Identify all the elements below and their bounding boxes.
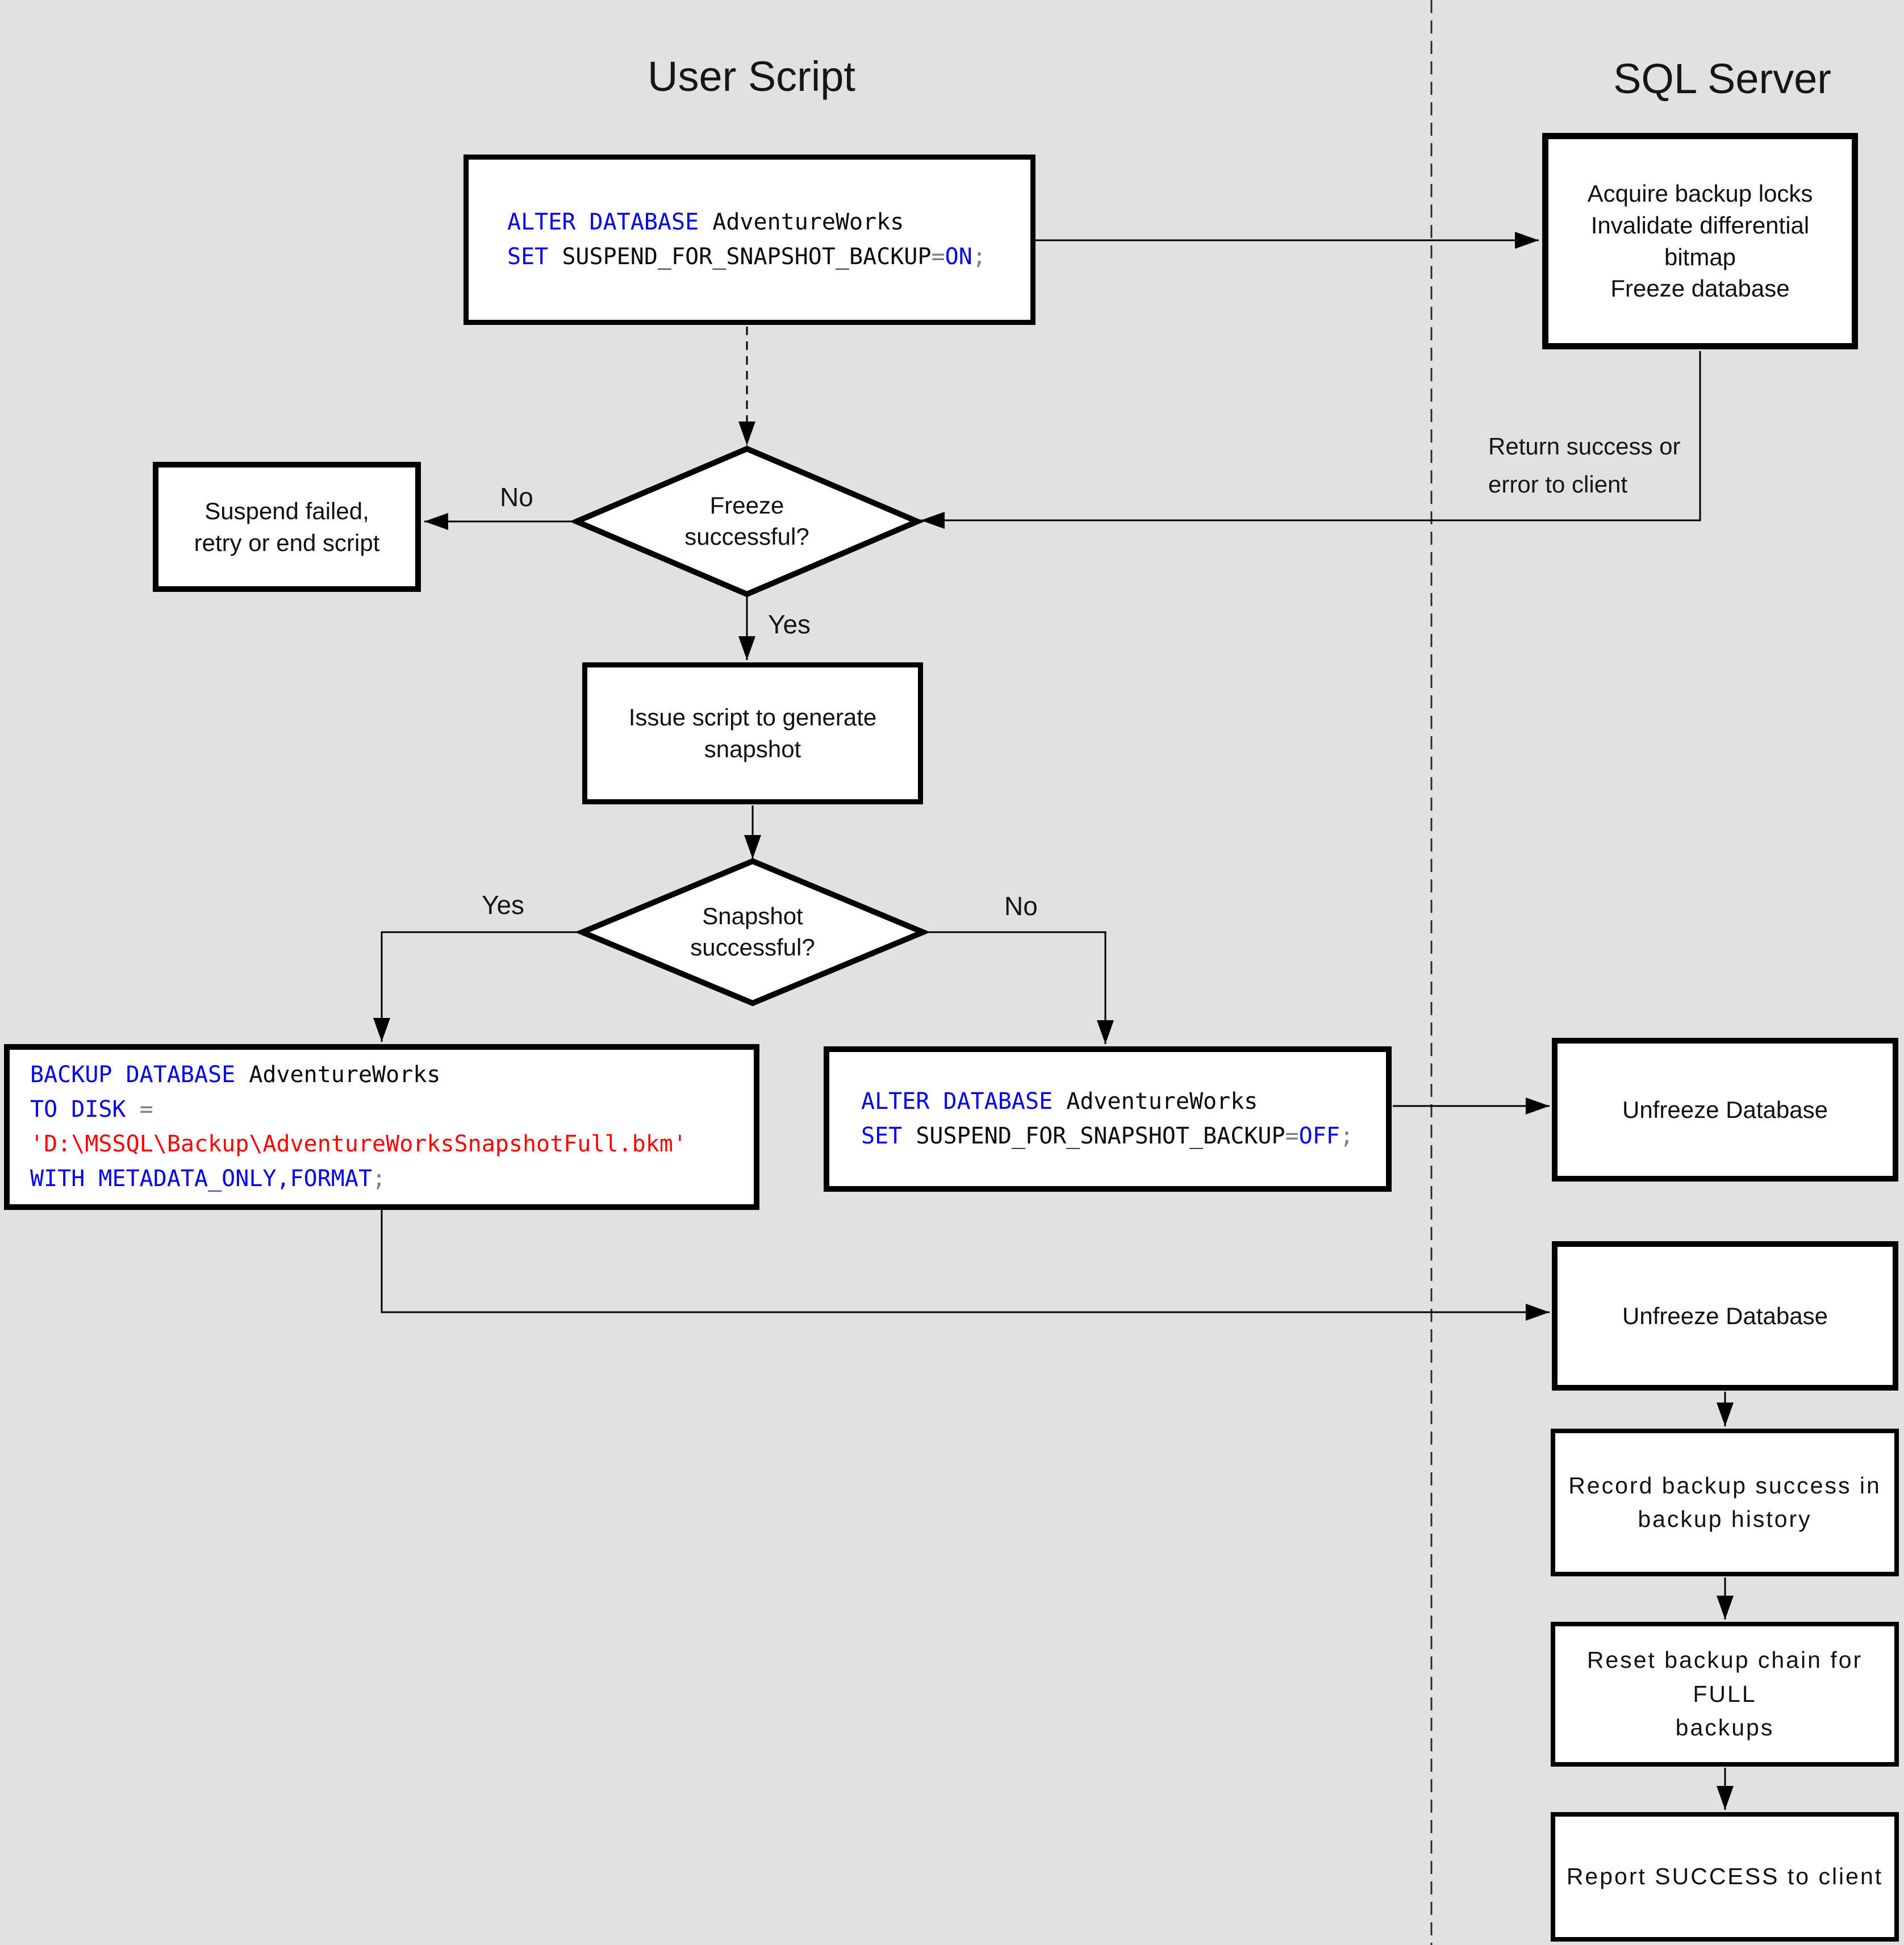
edge-backup-to-unfreeze-2 [381,1210,1550,1321]
freeze-decision-label: Freeze successful? [684,492,809,550]
node-issue-script: Issue script to generate snapshot [582,662,923,804]
code-line: SET SUSPEND_FOR_SNAPSHOT_BACKUP=ON; [507,244,986,270]
node-unfreeze-database-1: Unfreeze Database [1552,1038,1898,1182]
edge-label-freeze-yes: Yes [768,610,811,639]
lane-title-user-script: User Script [648,53,855,100]
snapshot-decision-label: Snapshot successful? [690,902,815,961]
edge-label-snapshot-yes: Yes [482,890,525,920]
node-report-success: Report SUCCESS to client [1551,1812,1899,1942]
edge-acquire-return-to-freeze-decision [921,351,1701,529]
edge-snapshot-no-to-alter-off [923,931,1114,1044]
node-alter-database-on: ALTER DATABASE AdventureWorks SET SUSPEN… [464,155,1035,325]
code-line: ALTER DATABASE AdventureWorks [507,209,904,236]
node-record-backup-history: Record backup success in backup history [1551,1429,1899,1576]
code-line: WITH METADATA_ONLY,FORMAT; [30,1165,386,1192]
node-backup-database: BACKUP DATABASE AdventureWorks TO DISK =… [4,1044,759,1210]
code-line: ALTER DATABASE AdventureWorks [861,1088,1258,1115]
node-reset-backup-chain: Reset backup chain for FULL backups [1551,1622,1899,1767]
node-alter-database-off: ALTER DATABASE AdventureWorks SET SUSPEN… [824,1046,1392,1192]
edge-label-snapshot-no: No [1004,891,1038,921]
lane-title-sql-server: SQL Server [1613,55,1831,102]
freeze-decision-diamond [569,445,925,598]
return-success-note: Return success or error to client [1488,433,1681,498]
code-line: BACKUP DATABASE AdventureWorks [30,1062,441,1088]
code-line: 'D:\MSSQL\Backup\AdventureWorksSnapshotF… [30,1131,687,1157]
edge-snapshot-yes-to-backup [373,931,582,1042]
edge-label-freeze-no: No [500,482,533,512]
code-line: TO DISK = [30,1096,153,1123]
node-acquire-locks: Acquire backup locks Invalidate differen… [1542,133,1858,349]
code-line: SET SUSPEND_FOR_SNAPSHOT_BACKUP=OFF; [861,1123,1354,1149]
node-unfreeze-database-2: Unfreeze Database [1552,1241,1898,1391]
snapshot-decision-diamond [575,858,930,1007]
node-suspend-failed: Suspend failed, retry or end script [153,462,421,592]
